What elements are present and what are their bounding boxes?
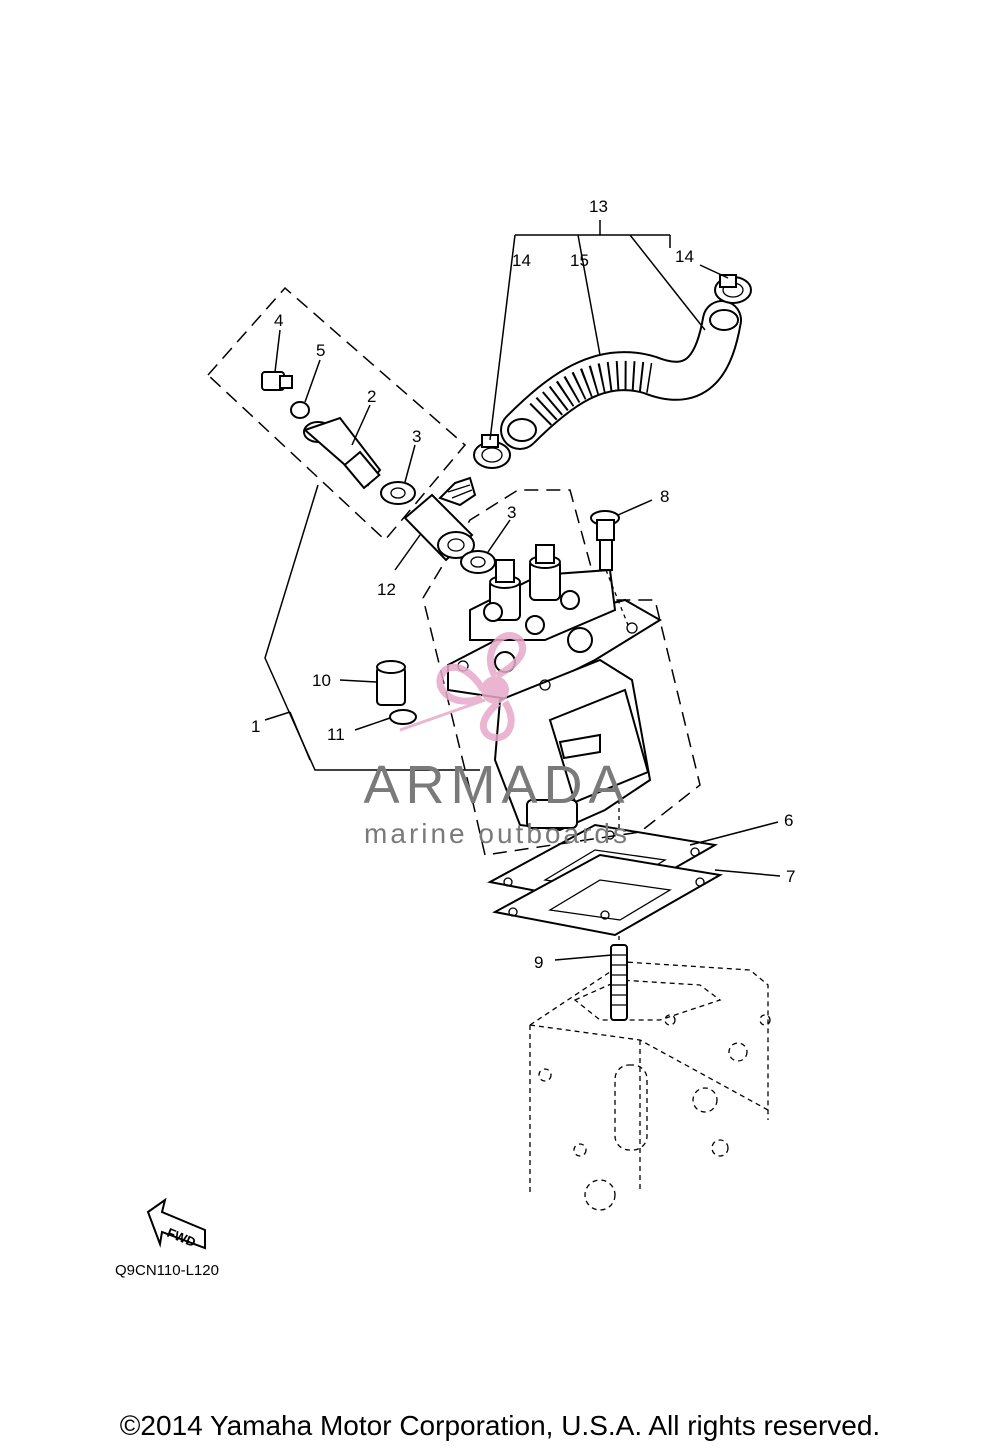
callout-7: 7 [786,867,795,886]
callout-12: 12 [377,580,396,599]
callout-6: 6 [784,811,793,830]
callout-8: 8 [660,487,669,506]
callout-13: 13 [589,197,608,216]
hose-clip-right [714,274,752,304]
leader-lines [264,220,781,961]
stud-bolt [610,800,628,1021]
callout-10: 10 [312,671,331,690]
washer [290,401,310,419]
callout-3: 3 [412,427,421,446]
fuel-hose [500,300,742,450]
gasket-lower [492,853,723,937]
watermark-logo [399,632,526,742]
collar [376,660,406,706]
callout-15: 15 [570,251,589,270]
gasket-lower-union [460,550,496,574]
callout-9: 9 [534,953,543,972]
fwd-arrow-icon: FWD [146,1197,206,1250]
callout-5: 5 [316,341,325,360]
callout-14: 14 [512,251,531,270]
callout-1: 1 [251,717,260,736]
watermark-tagline: marine outboards [364,818,630,849]
cylinder-head [529,961,771,1211]
washer-collar [389,709,417,725]
fuel-injection-pump [447,544,662,832]
union-bolt [261,371,293,391]
gasket-upper-union [380,481,416,505]
callout-3: 3 [507,503,516,522]
pump-dashed-outline [422,489,701,856]
union-joint [303,416,382,490]
hose-fitting [403,476,477,562]
watermark-name: ARMADA [363,755,630,815]
callout-2: 2 [367,387,376,406]
copyright-notice: ©2014 Yamaha Motor Corporation, U.S.A. A… [119,1410,881,1441]
pump-mounting-bolt [590,510,629,626]
callout-11: 11 [327,725,345,744]
callout-numbers: 1 2 3 3 4 5 6 7 8 9 10 11 12 13 14 14 15 [251,197,795,972]
callout-4: 4 [274,311,283,330]
banjo-dashed-outline [206,286,467,542]
callout-14: 14 [675,247,694,266]
diagram-code: Q9CN110-L120 [115,1262,219,1279]
